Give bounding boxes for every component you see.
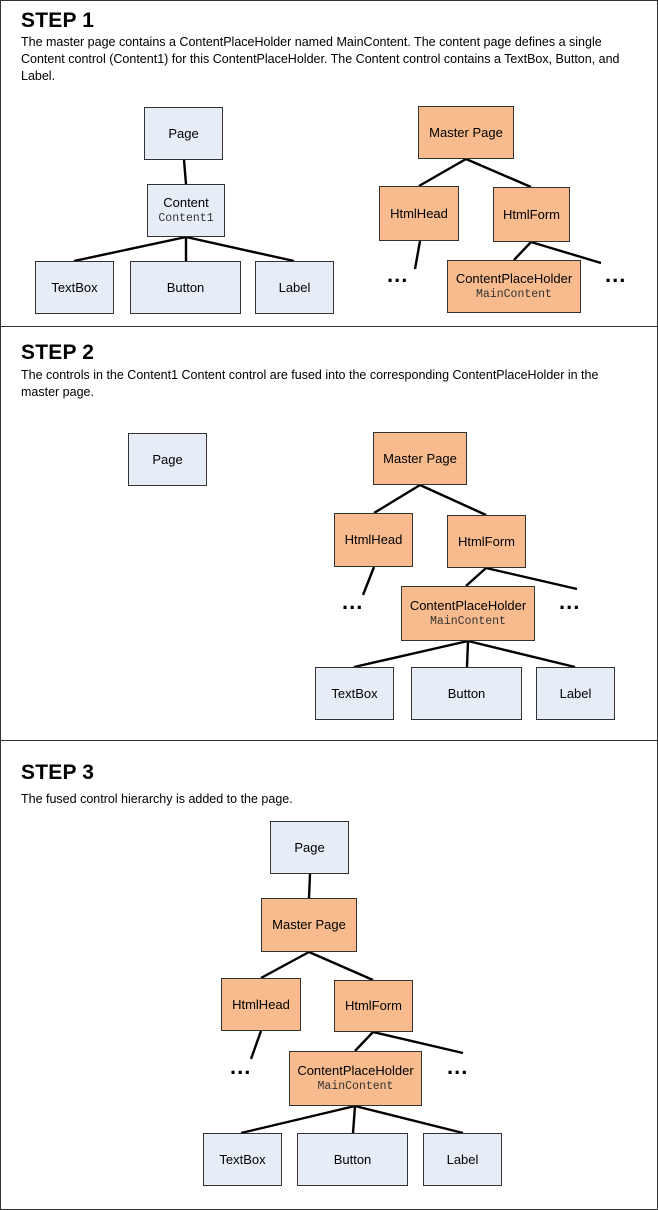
label-node: Label: [423, 1133, 502, 1186]
contentplaceholder-node: ContentPlaceHolder MainContent: [401, 586, 535, 641]
master-page-node-label: Master Page: [383, 450, 457, 466]
step-3-panel: STEP 3 The fused control hierarchy is ad…: [0, 740, 658, 1210]
master-page-node: Master Page: [418, 106, 514, 159]
htmlhead-node-label: HtmlHead: [390, 205, 448, 221]
step-3-heading: STEP 3: [21, 761, 95, 784]
htmlform-node: HtmlForm: [447, 515, 526, 568]
step-1-panel: STEP 1 The master page contains a Conten…: [0, 0, 658, 328]
edge-htmlhead-ellipsis: [249, 1030, 263, 1060]
edge-master-htmlhead: [373, 483, 421, 515]
button-node-label: Button: [166, 279, 205, 295]
edge-page-content: [182, 159, 188, 185]
htmlform-ellipsis: ...: [559, 589, 581, 614]
textbox-node-label: TextBox: [331, 685, 378, 701]
edge-placeholder-label: [467, 639, 576, 669]
htmlhead-node-label: HtmlHead: [232, 996, 290, 1012]
edge-master-htmlform: [308, 950, 374, 982]
contentplaceholder-node-id: MainContent: [317, 1079, 394, 1093]
label-node-label: Label: [278, 279, 311, 295]
button-node: Button: [411, 667, 522, 720]
htmlhead-node: HtmlHead: [221, 978, 301, 1031]
edge-placeholder-button: [351, 1105, 357, 1134]
htmlhead-node-label: HtmlHead: [344, 532, 403, 547]
edge-master-htmlform: [465, 157, 532, 189]
edge-content-label: [185, 235, 295, 263]
edge-master-htmlhead: [418, 157, 467, 188]
page-node: Page: [128, 433, 207, 486]
label-node: Label: [255, 261, 334, 314]
contentplaceholder-node: ContentPlaceHolder MainContent: [447, 260, 581, 313]
page-node: Page: [144, 107, 223, 160]
htmlform-node: HtmlForm: [493, 187, 570, 242]
content-node-id: Content1: [158, 211, 214, 225]
button-node: Button: [297, 1133, 408, 1186]
textbox-node: TextBox: [315, 667, 394, 720]
edge-htmlform-placeholder: [513, 241, 532, 261]
step-1-heading: STEP 1: [21, 9, 95, 32]
htmlform-node-label: HtmlForm: [457, 533, 516, 549]
edge-placeholder-button: [465, 640, 470, 668]
button-node-label: Button: [447, 685, 486, 701]
edge-content-textbox: [73, 235, 187, 263]
edge-placeholder-textbox: [353, 639, 469, 669]
textbox-node: TextBox: [35, 261, 114, 314]
edge-page-master: [307, 873, 312, 899]
textbox-node: TextBox: [203, 1133, 282, 1186]
step-2-heading: STEP 2: [21, 341, 95, 364]
content-node-label: Content: [163, 194, 209, 210]
htmlform-node-label: HtmlForm: [344, 998, 403, 1013]
htmlform-node: HtmlForm: [334, 980, 413, 1032]
edge-htmlform-ellipsis: [372, 1030, 464, 1055]
page-node-label: Page: [152, 451, 183, 467]
label-node-label: Label: [446, 1151, 479, 1167]
button-node: Button: [130, 261, 241, 314]
textbox-node-label: TextBox: [51, 279, 98, 295]
step-2-description: The controls in the Content1 Content con…: [21, 368, 599, 399]
edge-htmlhead-ellipsis: [361, 566, 376, 596]
step-2-panel: STEP 2 The controls in the Content1 Cont…: [0, 326, 658, 742]
content-node: Content Content1: [147, 184, 225, 237]
textbox-node-label: TextBox: [219, 1151, 266, 1167]
master-page-node-label: Master Page: [272, 917, 346, 932]
master-page-node: Master Page: [261, 898, 357, 952]
edge-htmlform-placeholder: [465, 567, 487, 587]
label-node: Label: [536, 667, 615, 720]
htmlform-ellipsis: ...: [605, 262, 627, 287]
htmlhead-ellipsis: ...: [230, 1054, 252, 1079]
edge-master-htmlhead: [260, 950, 310, 980]
contentplaceholder-node-label: ContentPlaceHolder: [455, 270, 573, 286]
page-node-label: Page: [294, 839, 325, 855]
edge-placeholder-textbox: [240, 1104, 356, 1135]
master-page-node: Master Page: [373, 432, 467, 485]
contentplaceholder-node-id: MainContent: [476, 287, 552, 301]
step-1-description: The master page contains a ContentPlaceH…: [21, 35, 620, 83]
edge-htmlform-placeholder: [354, 1031, 374, 1052]
edge-master-htmlform: [419, 483, 487, 517]
htmlform-node-label: HtmlForm: [502, 206, 561, 222]
edge-placeholder-label: [354, 1104, 464, 1135]
htmlform-ellipsis: ...: [447, 1054, 469, 1079]
contentplaceholder-node-label: ContentPlaceHolder: [297, 1062, 414, 1078]
edge-htmlhead-ellipsis: [413, 240, 422, 270]
step-3-description: The fused control hierarchy is added to …: [21, 792, 293, 806]
button-node-label: Button: [333, 1151, 372, 1167]
contentplaceholder-node: ContentPlaceHolder MainContent: [289, 1051, 422, 1106]
contentplaceholder-node-label: ContentPlaceHolder: [409, 597, 527, 613]
page-node: Page: [270, 821, 349, 874]
htmlhead-node: HtmlHead: [334, 513, 413, 567]
htmlhead-ellipsis: ...: [387, 262, 409, 287]
label-node-label: Label: [559, 685, 592, 701]
master-page-node-label: Master Page: [429, 124, 503, 140]
page-node-label: Page: [168, 125, 199, 141]
htmlhead-node: HtmlHead: [379, 186, 459, 241]
htmlhead-ellipsis: ...: [342, 589, 364, 614]
contentplaceholder-node-id: MainContent: [430, 614, 506, 628]
